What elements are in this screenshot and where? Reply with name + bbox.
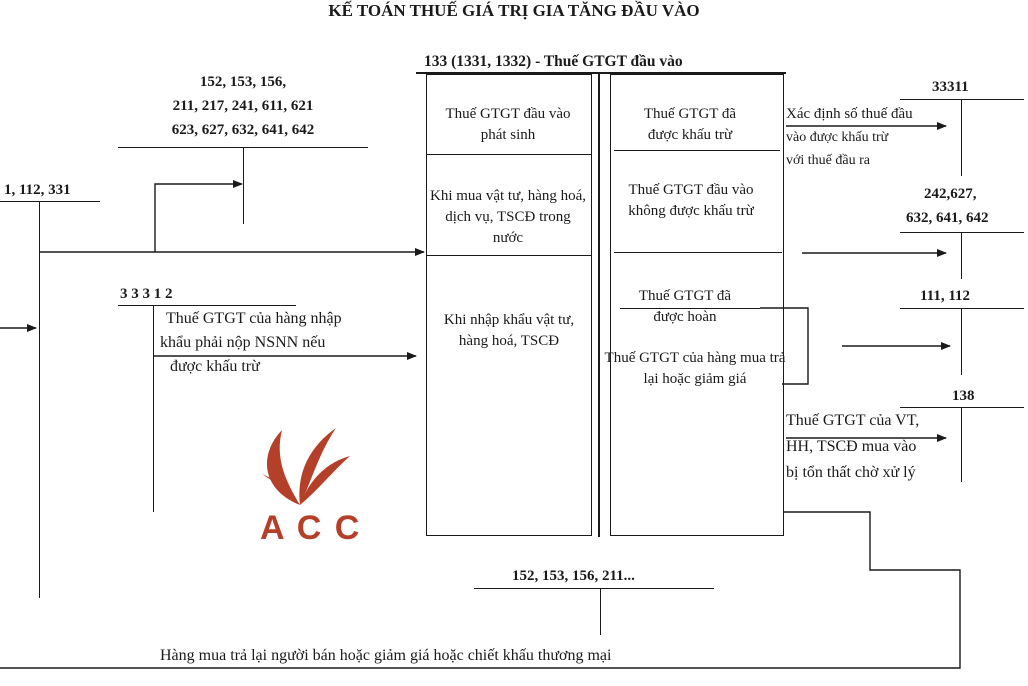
output-vat-vertical (961, 100, 962, 176)
expense-top-line (900, 232, 1024, 233)
offset-note-1: Xác định số thuế đầu (786, 106, 913, 122)
account-materials-1: 152, 153, 156, (199, 74, 287, 90)
acc-logo-text: A C C (260, 509, 362, 547)
loss-note-2: HH, TSCĐ mua vào (786, 438, 917, 455)
bottom-top-line (474, 588, 714, 589)
credit-item-1: Thuế GTGT đã được khấu trừ (643, 106, 737, 143)
arrow-to-materials (154, 180, 243, 252)
bottom-vertical (600, 589, 601, 635)
receivable-vertical (961, 408, 962, 482)
expense-vertical (961, 233, 962, 279)
offset-note-2: vào được khấu trừ (786, 130, 889, 145)
credit-item-2: Thuế GTGT đầu vào không được khấu trừ (628, 182, 754, 219)
cash-top-line (900, 308, 1024, 309)
loss-note-3: bị tổn thất chờ xử lý (786, 464, 916, 481)
account-receivable: 138 (952, 388, 975, 404)
credit-item-3: Thuế GTGT đã được hoàn (638, 288, 732, 325)
account-expense-1: 242,627, (924, 186, 977, 202)
import-vat-vertical (153, 306, 154, 512)
center-account-top-line (416, 72, 786, 74)
center-divider (598, 74, 600, 537)
debit-separator-1 (426, 154, 592, 155)
credit-item-4: Thuế GTGT của hàng mua trả lại hoặc giảm… (604, 350, 786, 387)
debit-box (426, 74, 592, 536)
account-import-vat: 3 3 3 1 2 (120, 286, 173, 302)
account-expense-2: 632, 641, 642 (906, 210, 989, 226)
import-note-1: Thuế GTGT của hàng nhập (166, 310, 342, 327)
receivable-top-line (900, 407, 1024, 408)
import-note-2: khẩu phải nộp NSNN nếu (160, 334, 326, 351)
offset-note-3: với thuế đầu ra (786, 153, 870, 168)
account-source-left: 1, 112, 331 (4, 182, 71, 198)
credit-separator-3 (620, 308, 760, 309)
import-note-3: được khấu trừ (170, 358, 260, 375)
credit-separator-1 (614, 150, 780, 151)
materials-top-line (118, 147, 368, 148)
account-materials-3: 623, 627, 632, 641, 642 (171, 122, 315, 138)
account-materials-2: 211, 217, 241, 611, 621 (172, 98, 314, 114)
cash-vertical (961, 309, 962, 375)
loss-note-1: Thuế GTGT của VT, (786, 412, 920, 429)
source-left-top-line (0, 201, 100, 202)
bracket-refund-return (760, 307, 809, 385)
import-vat-top-line (118, 305, 296, 306)
center-account-label: 133 (1331, 1332) - Thuế GTGT đầu vào (424, 53, 683, 70)
debit-item-2: Khi mua vật tư, hàng hoá, dịch vụ, TSCĐ … (430, 188, 587, 246)
account-cash: 111, 112 (920, 288, 971, 304)
credit-box (610, 74, 784, 536)
debit-separator-2 (426, 255, 592, 256)
debit-item-3: Khi nhập khẩu vật tư, hàng hoá, TSCĐ (443, 312, 575, 349)
diagram-title: KẾ TOÁN THUẾ GIÁ TRỊ GIA TĂNG ĐẦU VÀO (328, 1, 700, 20)
credit-separator-2 (614, 252, 782, 253)
output-vat-top-line (900, 99, 1024, 100)
source-left-vertical (39, 202, 40, 598)
debit-item-1: Thuế GTGT đầu vào phát sinh (445, 106, 571, 143)
bottom-note: Hàng mua trả lại người bán hoặc giảm giá… (160, 647, 612, 664)
account-bottom: 152, 153, 156, 211... (512, 568, 635, 584)
materials-vertical (243, 148, 244, 224)
bottom-loop-line (0, 511, 961, 669)
account-output-vat: 33311 (932, 79, 969, 95)
